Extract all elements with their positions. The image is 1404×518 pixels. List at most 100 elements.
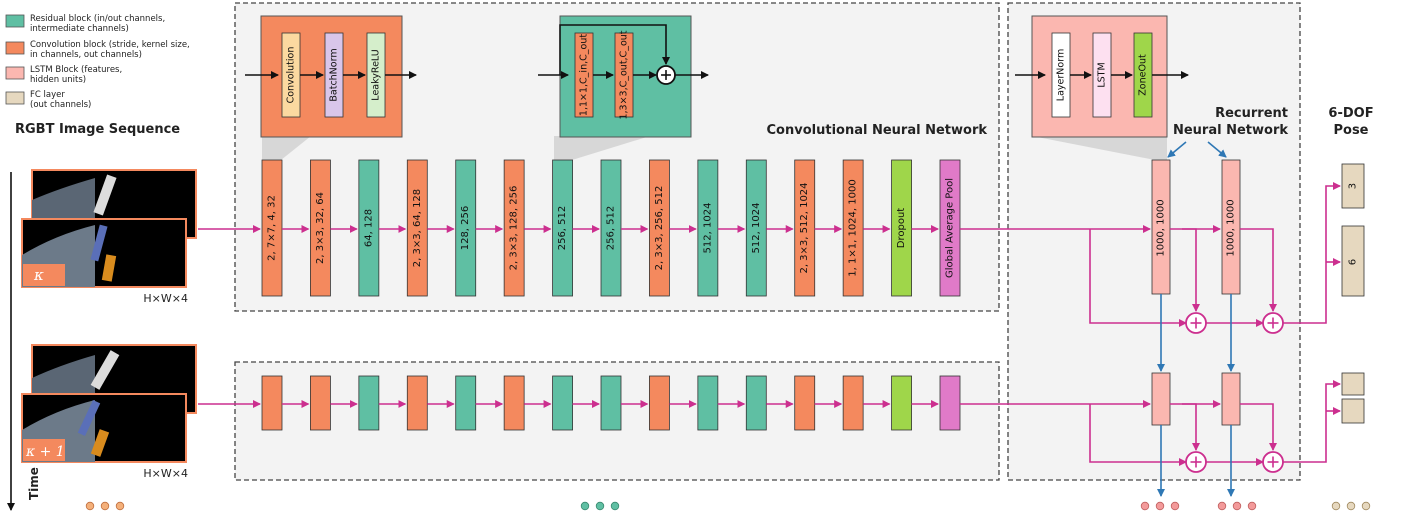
cnn-block-label-7: 256, 512: [606, 206, 617, 251]
sum1-t2-icon: [1185, 451, 1207, 473]
cnn-block-t2-10: [745, 375, 767, 431]
cnn-block-t2-8: [649, 375, 670, 431]
conv-detail-label-0: Convolution: [286, 47, 297, 104]
continuation-dot-1-0: [580, 501, 590, 511]
cnn-block-t2-5: [503, 375, 525, 431]
cnn-block-t2-7: [600, 375, 622, 431]
cnn-block-label-10: 512, 1024: [751, 203, 762, 254]
cnn-block-t2-3: [406, 375, 428, 431]
continuation-dot-4-1: [1346, 501, 1356, 511]
cnn-block-t1-6: [552, 159, 573, 297]
frame-label-t1: κ: [33, 266, 44, 284]
continuation-dot-0-0: [85, 501, 95, 511]
lstm2-to-sum2-t1: [1240, 228, 1277, 312]
rnn-detail-label-0: LayerNorm: [1056, 49, 1067, 101]
cnn-block-t1-0: [261, 159, 283, 297]
cnn-block-label-4: 128, 256: [460, 206, 471, 251]
rnn-detail-label-1: LSTM: [1097, 62, 1108, 87]
continuation-dot-2-2: [1170, 501, 1180, 511]
res-zoom-wedge: [554, 136, 650, 160]
satellite-back-t1: [93, 174, 117, 216]
cnn-block-t1-3: [406, 159, 428, 297]
frame-label-t2: κ + 1: [25, 444, 65, 460]
fc-block-t1-0: [1341, 163, 1365, 209]
legend-residual-line1: Residual block (in/out channels,: [30, 14, 165, 24]
cnn-block-t1-14: [939, 159, 961, 297]
cnn-block-label-9: 512, 1024: [702, 203, 713, 254]
cnn-block-t2-1: [310, 375, 331, 431]
cnn-block-t2-14: [939, 375, 961, 431]
continuation-dot-3-1: [1232, 501, 1242, 511]
res-detail-label-1: 1,3×3,C_out,C_out: [619, 30, 630, 119]
cnn-block-t2-9: [697, 375, 719, 431]
legend-conv-line1: Convolution block (stride, kernel size,: [30, 40, 190, 50]
to-fc-3-t2: [1283, 380, 1341, 463]
sum2-t1-icon: [1262, 312, 1284, 334]
cnn-block-t2-11: [794, 375, 816, 431]
lstm-block-t2-1: [1221, 372, 1241, 426]
recurrent-in-lstm2: [1207, 141, 1227, 158]
continuation-dot-3-2: [1247, 501, 1257, 511]
cnn-block-t1-12: [842, 159, 864, 297]
cnn-block-t1-11: [794, 159, 816, 297]
conv-zoom-wedge: [262, 136, 311, 160]
fc-block-label-1: 6: [1348, 259, 1359, 265]
cnn-block-t2-4: [455, 375, 477, 431]
conv-detail-label-1: BatchNorm: [329, 48, 340, 101]
fc-block-label-0: 3: [1348, 183, 1359, 189]
sum1-t1-icon: [1185, 312, 1207, 334]
to-fc-3-t1: [1283, 182, 1341, 324]
satellite-back-t2: [90, 350, 120, 390]
legend-residual-line2: intermediate channels): [30, 24, 129, 34]
frame-label-box-t2: [23, 439, 65, 461]
continuation-dot-1-1: [595, 501, 605, 511]
res-detail-sum-icon: [656, 65, 676, 85]
cnn-block-label-6: 256, 512: [557, 206, 568, 251]
legend-conv-swatch: [5, 41, 25, 55]
rnn-detail-label-2: ZoneOut: [1138, 54, 1149, 96]
lstm-block-t2-0: [1151, 372, 1171, 426]
cnn-block-t1-2: [358, 159, 380, 297]
cnn-block-t1-5: [503, 159, 525, 297]
solar-panel-t2: [77, 399, 101, 437]
satellite-body-t1: [101, 254, 117, 282]
cnn-block-label-14: Global Average Pool: [945, 178, 956, 278]
solar-panel-t1: [90, 224, 108, 262]
continuation-dot-0-2: [115, 501, 125, 511]
legend-residual-swatch: [5, 14, 25, 28]
fc-block-t2-0: [1341, 372, 1365, 396]
cnn-block-t2-13: [891, 375, 912, 431]
lstm1-to-sum1-t2: [1182, 403, 1200, 451]
cnn-block-label-13: Dropout: [896, 208, 907, 249]
frame-dims-t1: H×W×4: [143, 292, 188, 305]
continuation-dot-2-0: [1140, 501, 1150, 511]
lstm2-to-sum2-t2: [1240, 403, 1277, 451]
fc-block-t1-1: [1341, 225, 1365, 297]
recurrent-in-lstm1: [1167, 141, 1187, 158]
heading-time: Time: [27, 467, 41, 500]
legend-conv-line2: in channels, out channels): [30, 50, 142, 60]
legend-fc-line1: FC layer: [30, 90, 65, 100]
continuation-dot-1-2: [610, 501, 620, 511]
cnn-block-t2-12: [842, 375, 864, 431]
cnn-block-t1-10: [745, 159, 767, 297]
res-skip-connection: [559, 24, 670, 75]
sum2-t2-icon: [1262, 451, 1284, 473]
legend-fc-swatch: [5, 91, 25, 105]
fc-block-t2-1: [1341, 398, 1365, 424]
cnn-block-label-1: 2, 3×3, 32, 64: [315, 192, 326, 264]
cnn-block-label-12: 1, 1×1, 1024, 1000: [848, 179, 859, 276]
cnn-block-label-11: 2, 3×3, 512, 1024: [799, 182, 810, 273]
frame-dims-t2: H×W×4: [143, 467, 188, 480]
frame-label-box-t1: [23, 264, 65, 286]
satellite-body-t2: [90, 429, 110, 457]
cnn-block-t2-2: [358, 375, 380, 431]
legend: Residual block (in/out channels, interme…: [5, 14, 190, 110]
cnn-block-t1-1: [310, 159, 331, 297]
cnn-block-label-0: 2, 7×7, 4, 32: [267, 195, 278, 261]
continuation-dot-2-1: [1155, 501, 1165, 511]
lstm-block-label-0: 1000, 1000: [1156, 199, 1167, 256]
continuation-dot-4-2: [1361, 501, 1371, 511]
skip-to-sum1-t1: [1089, 229, 1187, 327]
cnn-block-label-8: 2, 3×3, 256, 512: [654, 186, 665, 271]
